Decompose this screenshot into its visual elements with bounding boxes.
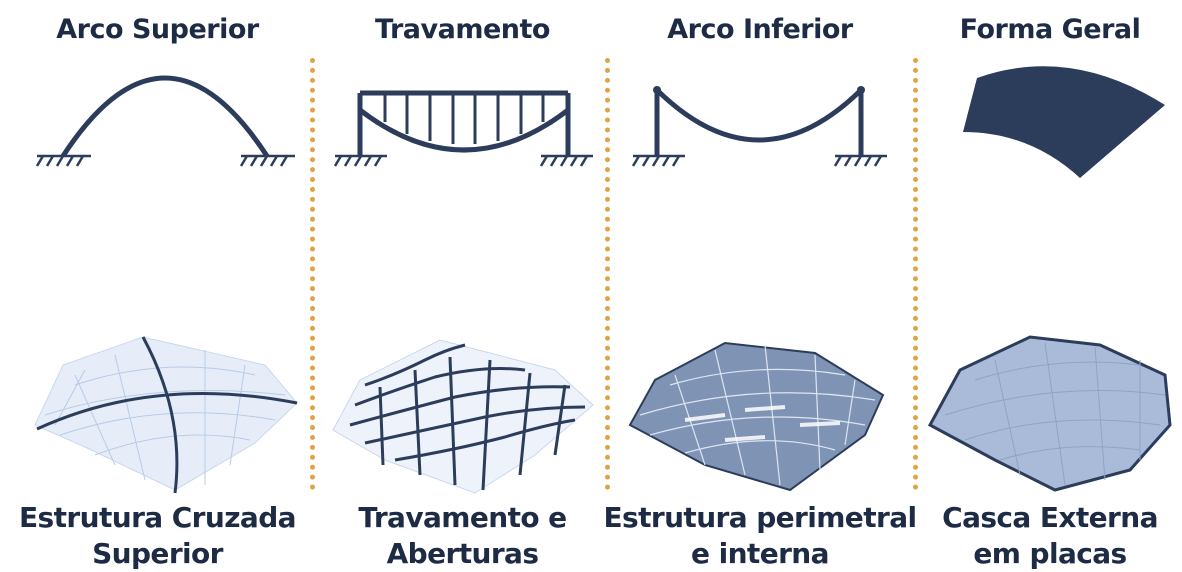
external-shell-mesh-icon	[927, 335, 1172, 492]
panel-title: Arco Superior	[56, 14, 259, 45]
bracing-openings-mesh-icon	[332, 339, 594, 494]
fixed-support-left-icon	[333, 154, 387, 167]
panel-arco-inferior: Arco Inferior	[604, 0, 918, 570]
panel-caption: Casca Externa em placas	[942, 501, 1158, 570]
separator-2	[605, 58, 610, 490]
panel-caption: Estrutura perimetral e interna	[603, 501, 918, 570]
panel-forma-geral: Forma Geral Casca Externa em placas	[925, 0, 1175, 570]
separator-1	[310, 58, 315, 490]
panel-title: Arco Inferior	[667, 14, 853, 45]
fixed-support-right-icon	[539, 154, 593, 167]
perimeter-internal-mesh-icon	[628, 341, 885, 492]
separator-3	[913, 58, 918, 490]
arch-bottom-icon	[631, 86, 887, 167]
fixed-support-right-icon	[833, 154, 887, 167]
general-shape-icon	[963, 66, 1165, 178]
panel-travamento: Travamento	[325, 0, 600, 570]
panel-arco-superior: Arco Superior Estrutura Cruzada Superior	[15, 0, 300, 570]
panel-caption: Estrutura Cruzada Superior	[19, 501, 297, 570]
truss-bracing-icon	[333, 90, 593, 167]
arch-top-icon	[35, 75, 295, 167]
panel-caption: Travamento e Aberturas	[358, 501, 567, 570]
fixed-support-left-icon	[35, 154, 91, 167]
fixed-support-left-icon	[631, 154, 685, 167]
panel-title: Travamento	[375, 14, 550, 45]
cross-structure-mesh-icon	[34, 336, 298, 494]
fixed-support-right-icon	[239, 154, 295, 167]
panel-title: Forma Geral	[959, 14, 1141, 45]
